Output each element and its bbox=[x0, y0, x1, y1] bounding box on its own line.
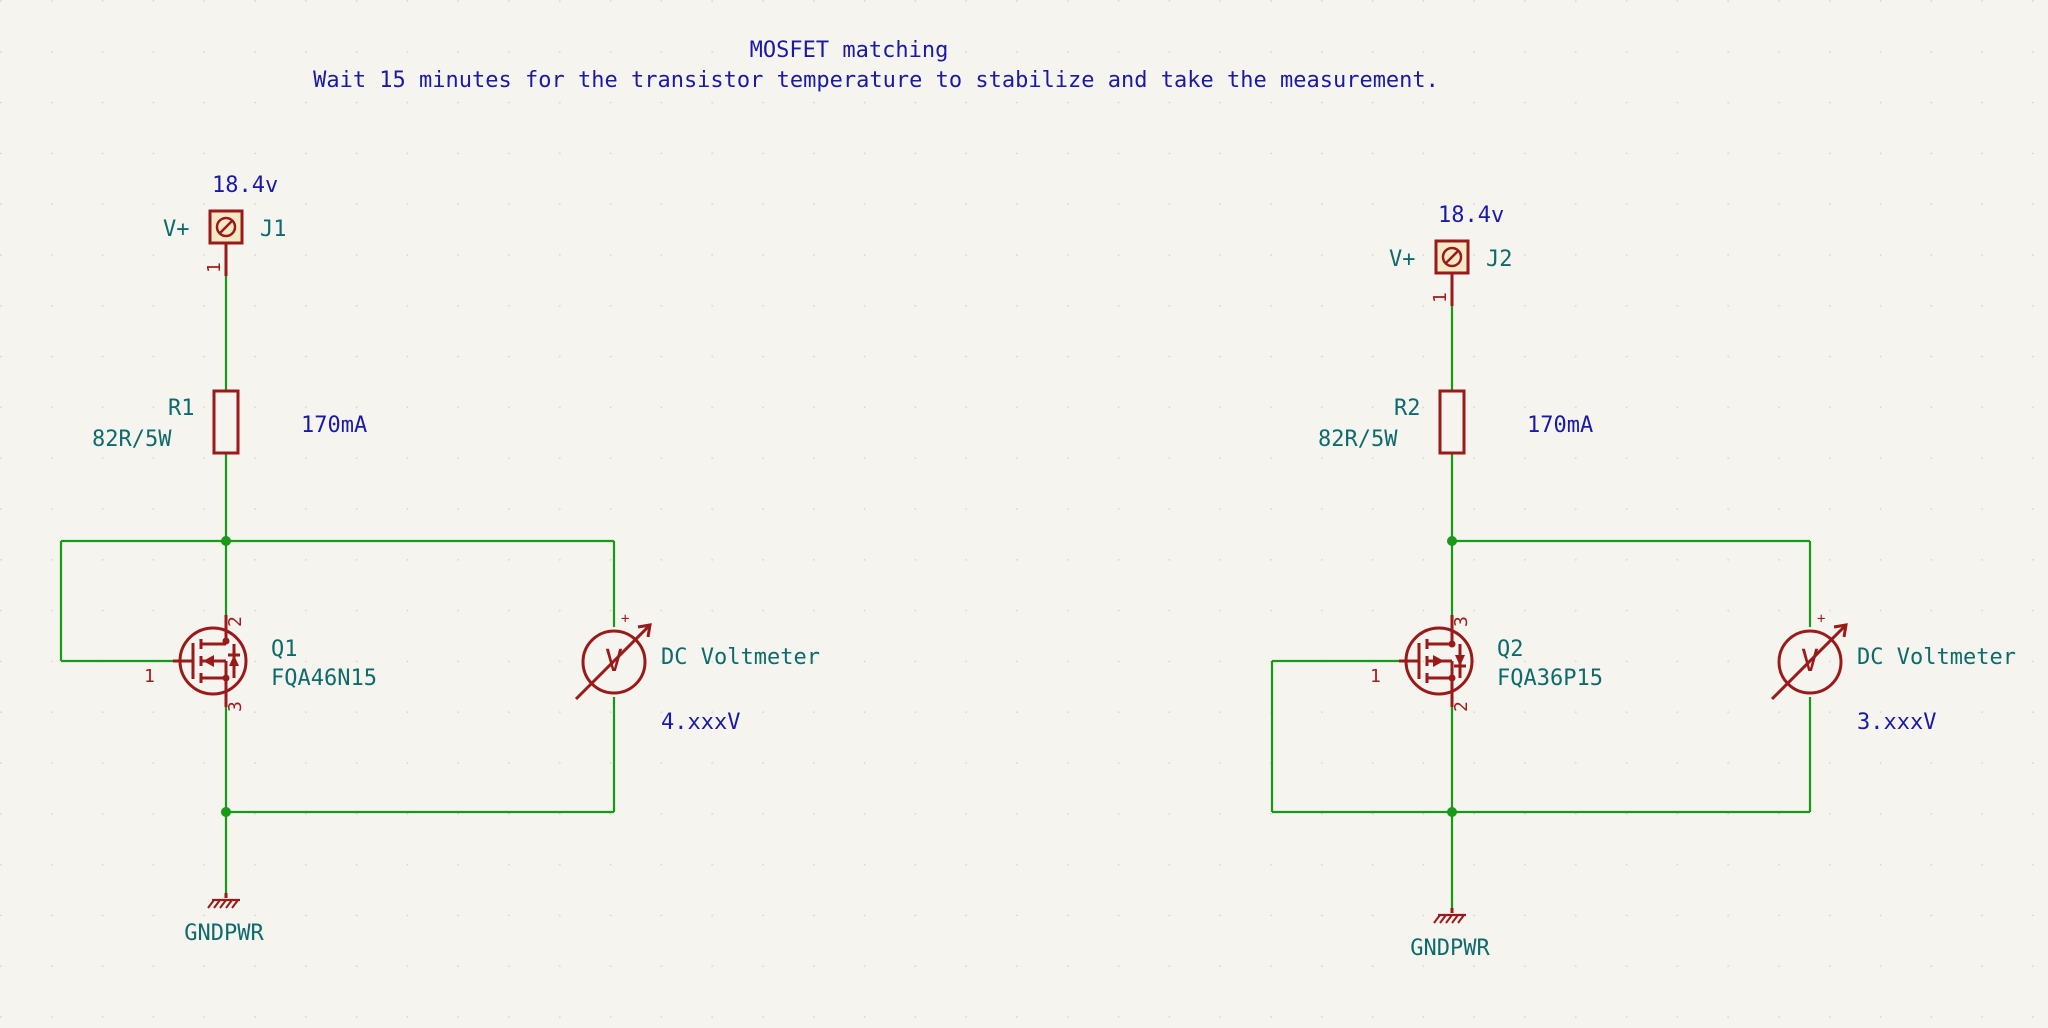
supply-voltage-note: 18.4v bbox=[1438, 203, 1504, 228]
voltmeter-reading: 3.xxxV bbox=[1857, 710, 1936, 735]
mosfet-value: FQA46N15 bbox=[271, 666, 377, 691]
mosfet-bottom-pin: 3 bbox=[225, 701, 246, 712]
resistor-ref: R1 bbox=[168, 396, 195, 421]
voltmeter-symbol-letter: V bbox=[605, 644, 623, 679]
circuit-2-wires bbox=[1270, 306, 1812, 908]
mosfet-ref: Q1 bbox=[271, 637, 298, 662]
voltmeter-reading: 4.xxxV bbox=[661, 710, 740, 735]
ground-label: GNDPWR bbox=[1410, 936, 1490, 961]
junction-dot bbox=[1447, 807, 1457, 817]
connector-ref: J1 bbox=[260, 217, 287, 242]
mosfet-value: FQA36P15 bbox=[1497, 666, 1603, 691]
supply-voltage-note: 18.4v bbox=[212, 173, 278, 198]
ground-symbol bbox=[1433, 908, 1466, 924]
resistor-ref: R2 bbox=[1394, 396, 1421, 421]
resistor-value: 82R/5W bbox=[92, 427, 172, 452]
circuit-2: 18.4v V+ J2 1 R2 82R/5W 170mA bbox=[1270, 203, 2016, 961]
voltmeter-symbol-letter: V bbox=[1801, 644, 1819, 679]
title-line-1: MOSFET matching bbox=[750, 38, 949, 63]
mosfet-bottom-pin: 2 bbox=[1451, 701, 1472, 712]
voltmeter-plus-mark: + bbox=[621, 611, 629, 627]
voltmeter-label: DC Voltmeter bbox=[661, 645, 820, 670]
circuit-1-wires bbox=[59, 276, 616, 893]
mosfet-top-pin: 3 bbox=[1451, 616, 1472, 627]
ground-symbol bbox=[207, 893, 240, 909]
connector-j2 bbox=[1434, 239, 1470, 306]
resistor-r2 bbox=[1438, 389, 1466, 455]
mosfet-top-pin: 2 bbox=[225, 616, 246, 627]
connector-value: V+ bbox=[163, 217, 190, 242]
mosfet-q2-symbol bbox=[1399, 615, 1474, 707]
connector-value: V+ bbox=[1389, 247, 1416, 272]
title-line-2: Wait 15 minutes for the transistor tempe… bbox=[313, 68, 1439, 93]
resistor-r1 bbox=[212, 389, 240, 455]
current-note: 170mA bbox=[1527, 413, 1593, 438]
current-note: 170mA bbox=[301, 413, 367, 438]
mosfet-gate-pin: 1 bbox=[1370, 666, 1381, 687]
mosfet-q1-symbol bbox=[173, 615, 248, 707]
voltmeter-plus-mark: + bbox=[1817, 611, 1825, 627]
mosfet-gate-pin: 1 bbox=[144, 666, 155, 687]
junction-dot bbox=[221, 536, 231, 546]
connector-j1 bbox=[208, 209, 244, 276]
voltmeter-label: DC Voltmeter bbox=[1857, 645, 2016, 670]
voltmeter-1-symbol bbox=[574, 623, 652, 701]
voltmeter-2-symbol bbox=[1770, 623, 1848, 701]
circuit-1: 18.4v V+ J1 1 R1 82R/5W 170mA bbox=[59, 173, 820, 946]
mosfet-ref: Q2 bbox=[1497, 637, 1524, 662]
junction-dot bbox=[221, 807, 231, 817]
connector-pin-number: 1 bbox=[1430, 292, 1451, 303]
ground-label: GNDPWR bbox=[184, 921, 264, 946]
connector-pin-number: 1 bbox=[204, 262, 225, 273]
connector-ref: J2 bbox=[1486, 247, 1513, 272]
resistor-value: 82R/5W bbox=[1318, 427, 1398, 452]
junction-dot bbox=[1447, 536, 1457, 546]
